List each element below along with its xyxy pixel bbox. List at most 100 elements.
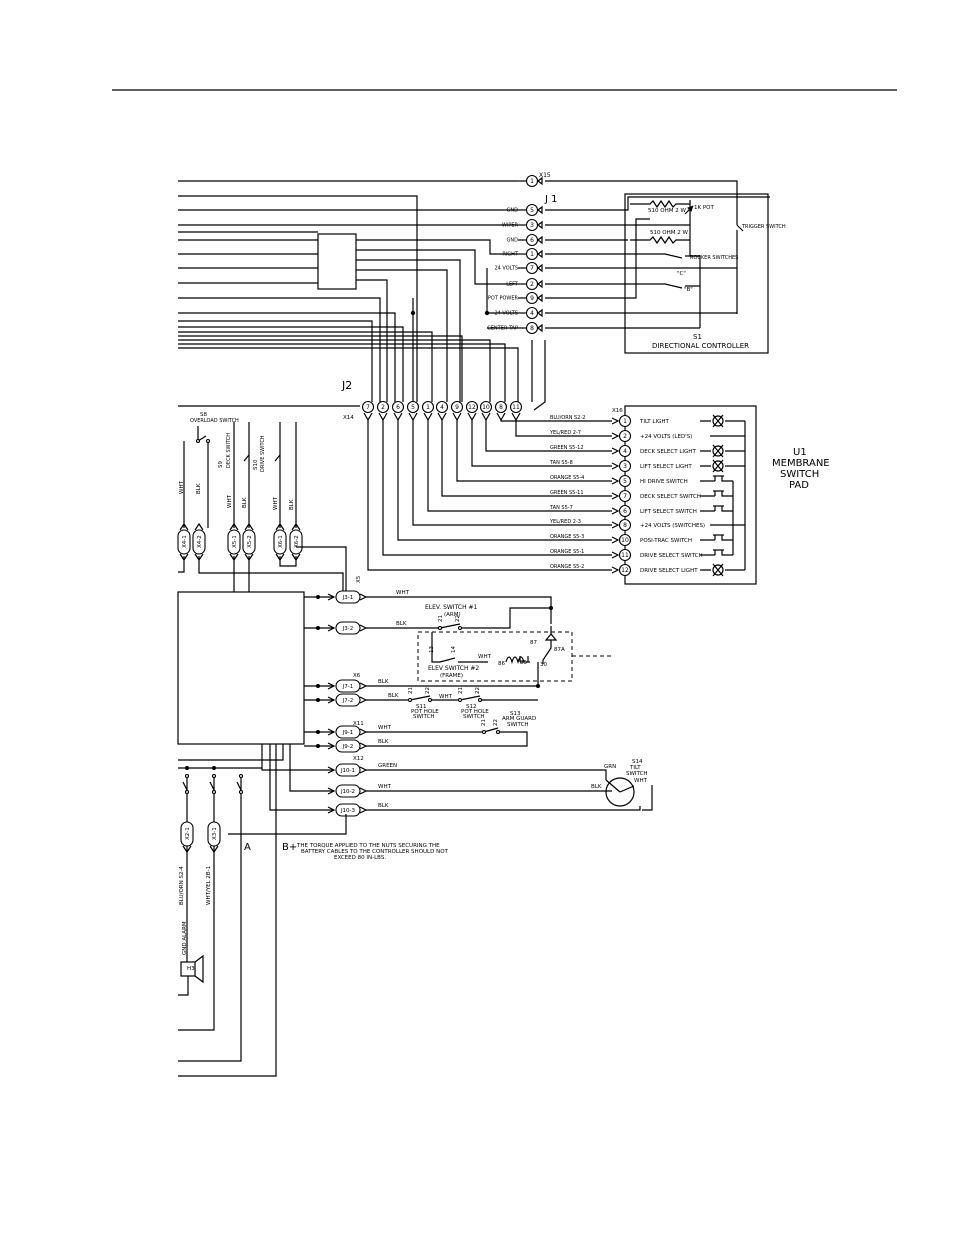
j1-pin-6-number: 2 xyxy=(530,281,534,288)
j2-pin-7: 12 xyxy=(465,400,479,414)
elev1-sub: (ARM) xyxy=(444,612,461,618)
j2-pin-8: 10 xyxy=(479,400,493,414)
membrane-wire-label: ORANGE S5-1 xyxy=(550,549,584,555)
s12-p21: 21 xyxy=(458,687,464,694)
membrane-wire-label: YEL/RED 2-3 xyxy=(549,519,581,525)
x12-label: X12 xyxy=(353,756,364,762)
trigger-label: TRIGGER SWITCH xyxy=(741,224,786,230)
j1-pin-8-number: 4 xyxy=(530,310,534,317)
membrane-func-label: POSI-TRAC SWITCH xyxy=(640,538,692,544)
s11-p22: 22 xyxy=(425,687,431,694)
s12-p22: 22 xyxy=(475,687,481,694)
j2-pin-3: 5 xyxy=(406,400,420,414)
s13-p22: 22 xyxy=(493,719,499,726)
pothole-wht: WHT xyxy=(439,694,453,700)
membrane-pin-number: 12 xyxy=(621,567,629,574)
membrane-row: YEL/RED 2-38+24 VOLTS (SWITCHES) xyxy=(412,420,745,532)
j1-pin-3-number: 6 xyxy=(530,237,534,244)
s8-ref: S8 xyxy=(200,412,207,418)
membrane-func-label: DECK SELECT SWITCH xyxy=(640,494,701,500)
b-label: "B" xyxy=(684,287,693,293)
s9-name: DECK SWITCH xyxy=(226,433,232,468)
x11-label: X11 xyxy=(353,721,364,727)
controller-box xyxy=(177,591,305,745)
s11-p21: 21 xyxy=(408,687,414,694)
elev2-p13: 13 xyxy=(429,646,435,653)
switch-label: SWITCH xyxy=(780,469,819,480)
membrane-wire-label: ORANGE S5-2 xyxy=(550,564,584,570)
j2-pin-2: 6 xyxy=(391,400,405,414)
wire-blk-c: BLK xyxy=(289,499,295,510)
lower-connector-label: J10-1 xyxy=(340,768,355,774)
s11-name: POT HOLE xyxy=(411,709,439,715)
vertical-connector: X4-2 xyxy=(192,522,206,562)
pothole-switches: 21 22 21 22 21 22 WHT S11 POT HOLE SWITC… xyxy=(407,687,536,735)
vertical-connector: X6-2 xyxy=(289,522,303,562)
lower-connector-label: J3-1 xyxy=(342,595,354,601)
membrane-func-label: +24 VOLTS (SWITCHES) xyxy=(640,523,705,529)
membrane-func-label: TILT LIGHT xyxy=(639,419,669,425)
bottom-connector-label: X2-1 xyxy=(185,827,191,840)
wire-blk-b: BLK xyxy=(242,497,248,508)
j2-pin-1: 2 xyxy=(376,400,390,414)
vertical-connector: X5-2 xyxy=(242,522,256,562)
j1-pin-6: 2 xyxy=(525,277,539,291)
membrane-row: YEL/RED 2-72+24 VOLTS (LED'S) xyxy=(515,420,745,443)
j1-pin-2-label: WIPER xyxy=(502,223,519,229)
relay-30: 30 xyxy=(540,662,547,668)
membrane-pin-number: 7 xyxy=(623,493,627,500)
relay-87: 87 xyxy=(530,640,537,646)
bplus-label: B+ xyxy=(282,842,297,853)
membrane-pin-number: 3 xyxy=(623,463,627,470)
x14-label: X14 xyxy=(343,415,354,421)
j1-pin-6-label: LEFT xyxy=(506,282,519,288)
membrane-pin-number: 1 xyxy=(623,418,627,425)
membrane-wire-label: ORANGE S5-3 xyxy=(550,534,584,540)
membrane-func-label: +24 VOLTS (LED'S) xyxy=(640,434,692,440)
j1-pin-2-number: 3 xyxy=(530,222,534,229)
elev1-label: ELEV. SWITCH #1 xyxy=(425,604,478,611)
membrane-pin: 3 xyxy=(618,459,632,473)
membrane-pin: 2 xyxy=(618,429,632,443)
j1-pin-7: 9 xyxy=(525,291,539,305)
tilt-wht: WHT xyxy=(634,778,648,784)
j2-pin-0: 7 xyxy=(361,400,375,414)
bottom-connector: X2-1 xyxy=(180,821,194,854)
j1-pin-8-label: 24 VOLTS xyxy=(494,311,518,317)
j2-label: J2 xyxy=(341,379,352,392)
s13-name2: SWITCH xyxy=(507,722,529,728)
vertical-connector-label: X5-2 xyxy=(247,535,253,548)
j2-pin-6-number: 9 xyxy=(455,404,459,411)
j1-pin-9-label: CENTER TAP xyxy=(487,326,518,332)
lower-connector-label: J3-2 xyxy=(342,626,354,632)
s1-ref: S1 xyxy=(693,333,702,341)
tilt-blk: BLK xyxy=(591,784,602,790)
membrane-pin: 11 xyxy=(618,548,632,562)
membrane-row: ORANGE S5-3 10 POSI-TRAC SWITCH xyxy=(397,420,733,547)
j2-pin-4-number: 1 xyxy=(426,404,430,411)
vertical-connector-label: X4-2 xyxy=(197,535,203,548)
elev-switches: ELEV. SWITCH #1 (ARM) 21 22 13 14 WHT EL… xyxy=(417,604,611,682)
elev-wht: WHT xyxy=(478,654,492,660)
wire-wht-b: WHT xyxy=(227,494,233,508)
pad-label: PAD xyxy=(789,480,809,491)
j2-pin-4: 1 xyxy=(421,400,435,414)
vertical-connector: X6-1 xyxy=(273,522,287,562)
j2-pin-10-number: 11 xyxy=(512,404,520,411)
j1-pin-9: 8 xyxy=(525,321,539,335)
membrane-pin-number: 10 xyxy=(621,537,629,544)
j2-pin-5: 4 xyxy=(435,400,449,414)
vertical-connector-label: X6-1 xyxy=(278,535,284,548)
j1-pin-1-number: 5 xyxy=(530,207,534,214)
membrane-pin: 1 xyxy=(618,414,632,428)
x15-label: X15 xyxy=(539,172,551,179)
j1-pin-1: 5 xyxy=(525,203,539,217)
j1-label: J 1 xyxy=(544,194,558,205)
lower-wire-label: BLK xyxy=(388,693,399,699)
